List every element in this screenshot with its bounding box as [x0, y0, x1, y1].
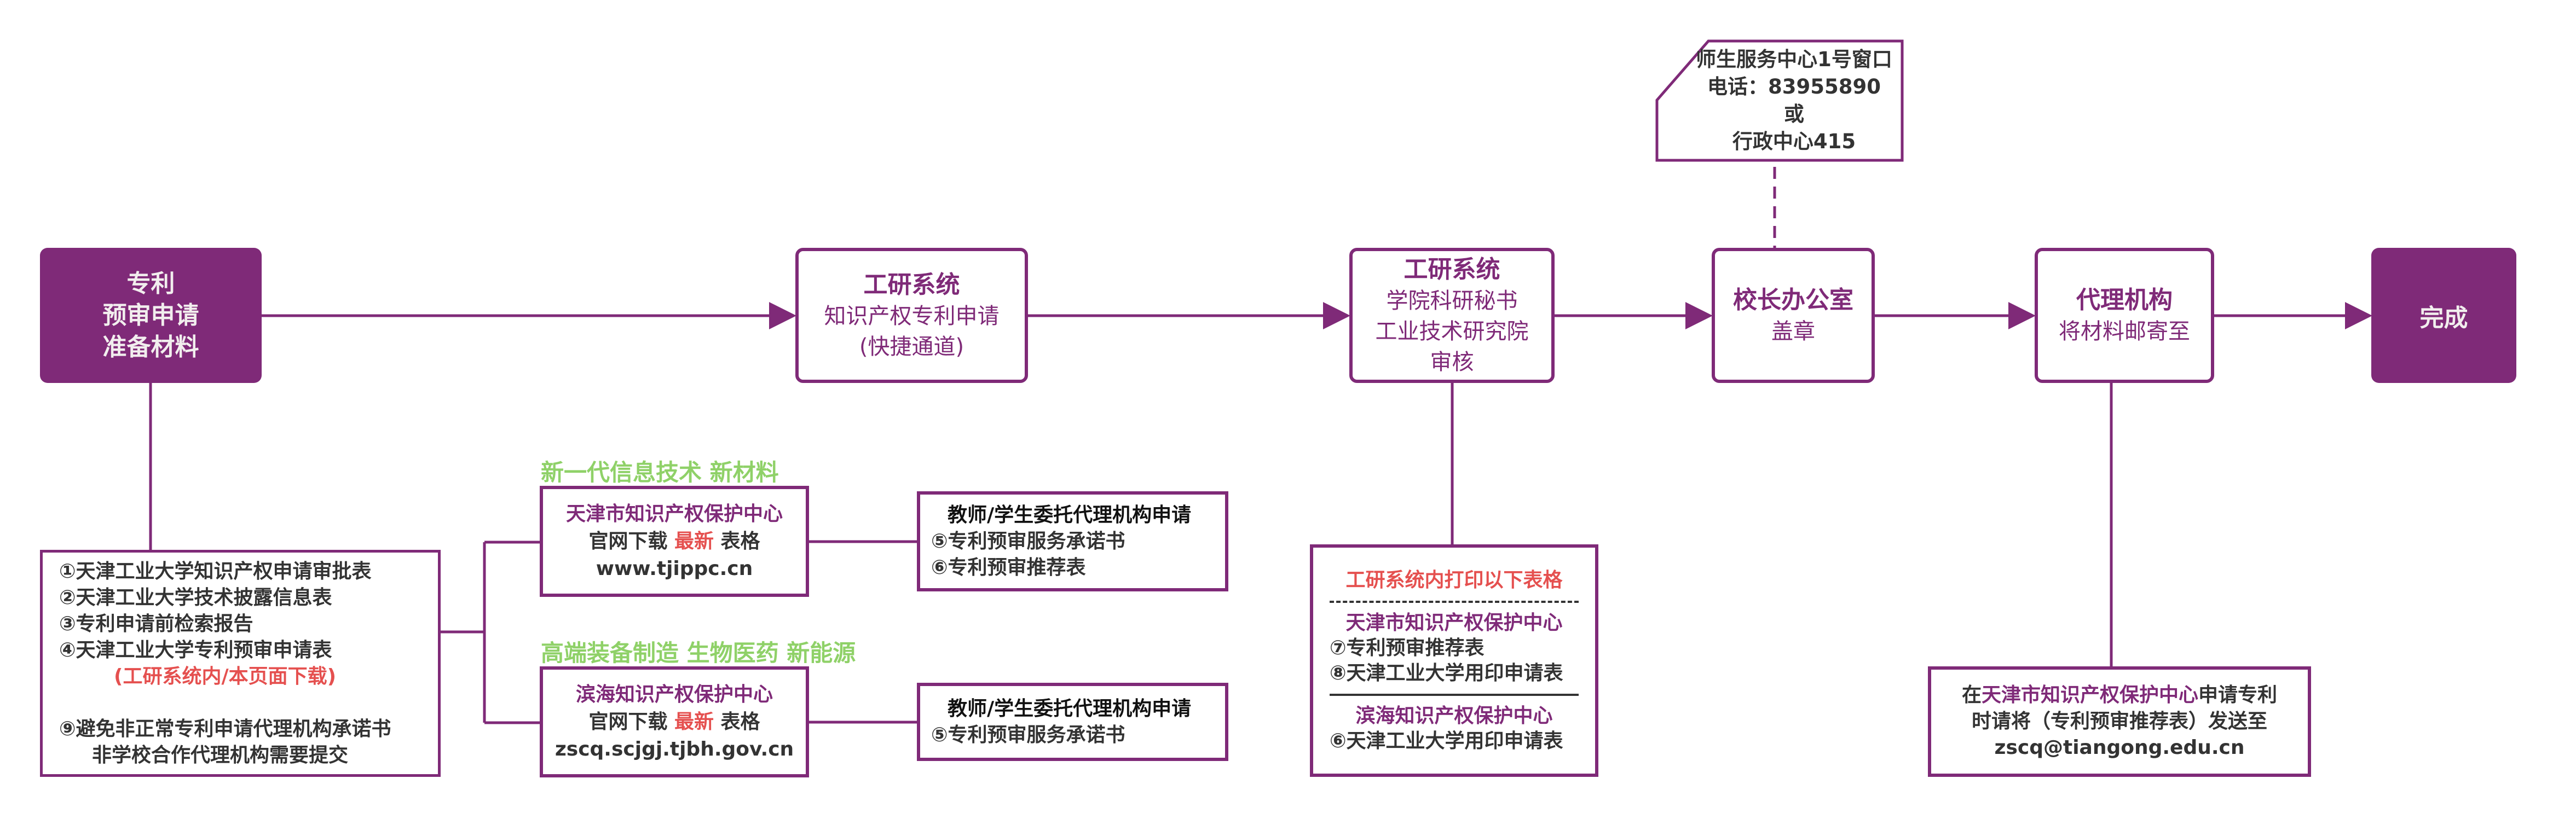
- start-line-1: 专利: [126, 269, 175, 298]
- step3-node: 校长办公室 盖章: [1712, 248, 1875, 383]
- step4-node: 代理机构 将材料邮寄至: [2035, 248, 2214, 383]
- email-note-box: 在天津市知识产权保护中心申请专利 时请将（专利预审推荐表）发送至 zscq@ti…: [1928, 666, 2311, 777]
- download-prefix: 官网下载: [588, 710, 674, 733]
- dashed-divider: [1330, 600, 1579, 603]
- office-note-line-1: 师生服务中心1号窗口: [1696, 48, 1892, 71]
- category-label-binhai: 高端装备制造 生物医药 新能源: [541, 640, 856, 666]
- office-note-line-4: 行政中心415: [1732, 130, 1856, 153]
- email-prefix: 在: [1961, 684, 1982, 706]
- step1-line-1: 知识产权专利申请: [824, 303, 1000, 329]
- step1-line-2: (快捷通道): [859, 334, 964, 359]
- office-note: 师生服务中心1号窗口 电话：83955890 或 行政中心415: [1686, 43, 1902, 159]
- download-highlight: 最新: [674, 710, 714, 733]
- material-item: ①天津工业大学知识产权申请审批表: [59, 560, 372, 583]
- print-group-center: 滨海知识产权保护中心: [1355, 704, 1553, 727]
- email-highlight: 天津市知识产权保护中心: [1981, 684, 2198, 706]
- office-note-line-2: 电话：83955890: [1707, 75, 1881, 98]
- end-node: 完成: [2371, 248, 2516, 383]
- material-extra-line-2: 非学校合作代理机构需要提交: [92, 744, 349, 766]
- office-note-line-3: 或: [1784, 102, 1804, 126]
- step2-line-1: 学院科研秘书: [1386, 288, 1518, 313]
- materials-list: ①天津工业大学知识产权申请审批表 ②天津工业大学技术披露信息表 ③专利申请前检索…: [40, 550, 441, 777]
- email-address[interactable]: zscq@tiangong.edu.cn: [1994, 736, 2245, 759]
- email-line-2: 时请将（专利预审推荐表）发送至: [1971, 710, 2267, 733]
- end-label: 完成: [2419, 304, 2468, 332]
- material-item: ②天津工业大学技术披露信息表: [59, 586, 332, 609]
- tianjin-center-url[interactable]: www.tjippc.cn: [596, 557, 753, 580]
- print-item: ⑧天津工业大学用印申请表: [1330, 661, 1563, 684]
- category-label-tianjin: 新一代信息技术 新材料: [541, 459, 779, 486]
- step2-title: 工研系统: [1403, 255, 1500, 283]
- office-note-shape: [1655, 39, 1904, 162]
- download-note: (工研系统内/本页面下载): [114, 665, 337, 688]
- print-item: ⑦专利预审推荐表: [1330, 636, 1485, 659]
- download-highlight: 最新: [674, 530, 714, 553]
- material-item: ③专利申请前检索报告: [59, 612, 253, 635]
- step4-title: 代理机构: [2076, 286, 2173, 314]
- download-suffix: 表格: [714, 710, 760, 733]
- entrust-item: ⑥专利预审推荐表: [931, 556, 1086, 579]
- tianjin-entrust-box: 教师/学生委托代理机构申请 ⑤专利预审服务承诺书 ⑥专利预审推荐表: [917, 491, 1228, 591]
- step1-node: 工研系统 知识产权专利申请 (快捷通道): [795, 248, 1028, 383]
- solid-divider: [1330, 693, 1579, 696]
- binhai-center-url[interactable]: zscq.scjgj.tjbh.gov.cn: [555, 737, 794, 760]
- binhai-center-name: 滨海知识产权保护中心: [575, 683, 773, 706]
- step2-line-3: 审核: [1430, 349, 1474, 375]
- print-forms-box: 工研系统内打印以下表格 天津市知识产权保护中心 ⑦专利预审推荐表 ⑧天津工业大学…: [1310, 544, 1598, 777]
- step2-line-2: 工业技术研究院: [1375, 318, 1529, 344]
- step3-title: 校长办公室: [1733, 286, 1853, 314]
- start-line-2: 预审申请: [102, 301, 199, 329]
- step4-line-1: 将材料邮寄至: [2059, 318, 2190, 344]
- step2-node: 工研系统 学院科研秘书 工业技术研究院 审核: [1349, 248, 1555, 383]
- email-suffix: 申请专利: [2198, 684, 2278, 706]
- download-prefix: 官网下载: [588, 530, 674, 553]
- download-suffix: 表格: [714, 530, 760, 553]
- print-item: ⑥天津工业大学用印申请表: [1330, 729, 1563, 752]
- tianjin-center-box: 天津市知识产权保护中心 官网下载 最新 表格 www.tjippc.cn: [540, 486, 809, 597]
- print-forms-heading: 工研系统内打印以下表格: [1345, 568, 1563, 591]
- start-node: 专利 预审申请 准备材料: [40, 248, 262, 383]
- entrust-item: ⑤专利预审服务承诺书: [931, 723, 1125, 746]
- tianjin-center-name: 天津市知识产权保护中心: [565, 502, 783, 525]
- print-group-center: 天津市知识产权保护中心: [1345, 611, 1563, 634]
- entrust-title: 教师/学生委托代理机构申请: [948, 697, 1192, 720]
- start-line-3: 准备材料: [102, 333, 199, 361]
- entrust-item: ⑤专利预审服务承诺书: [931, 530, 1125, 553]
- entrust-title: 教师/学生委托代理机构申请: [948, 503, 1192, 526]
- step3-line-1: 盖章: [1771, 318, 1815, 344]
- binhai-entrust-box: 教师/学生委托代理机构申请 ⑤专利预审服务承诺书: [917, 683, 1228, 761]
- binhai-center-box: 滨海知识产权保护中心 官网下载 最新 表格 zscq.scjgj.tjbh.go…: [540, 666, 809, 777]
- step1-title: 工研系统: [863, 270, 960, 299]
- material-extra-line-1: ⑨避免非正常专利申请代理机构承诺书: [59, 717, 391, 740]
- material-item: ④天津工业大学专利预审申请表: [59, 638, 332, 661]
